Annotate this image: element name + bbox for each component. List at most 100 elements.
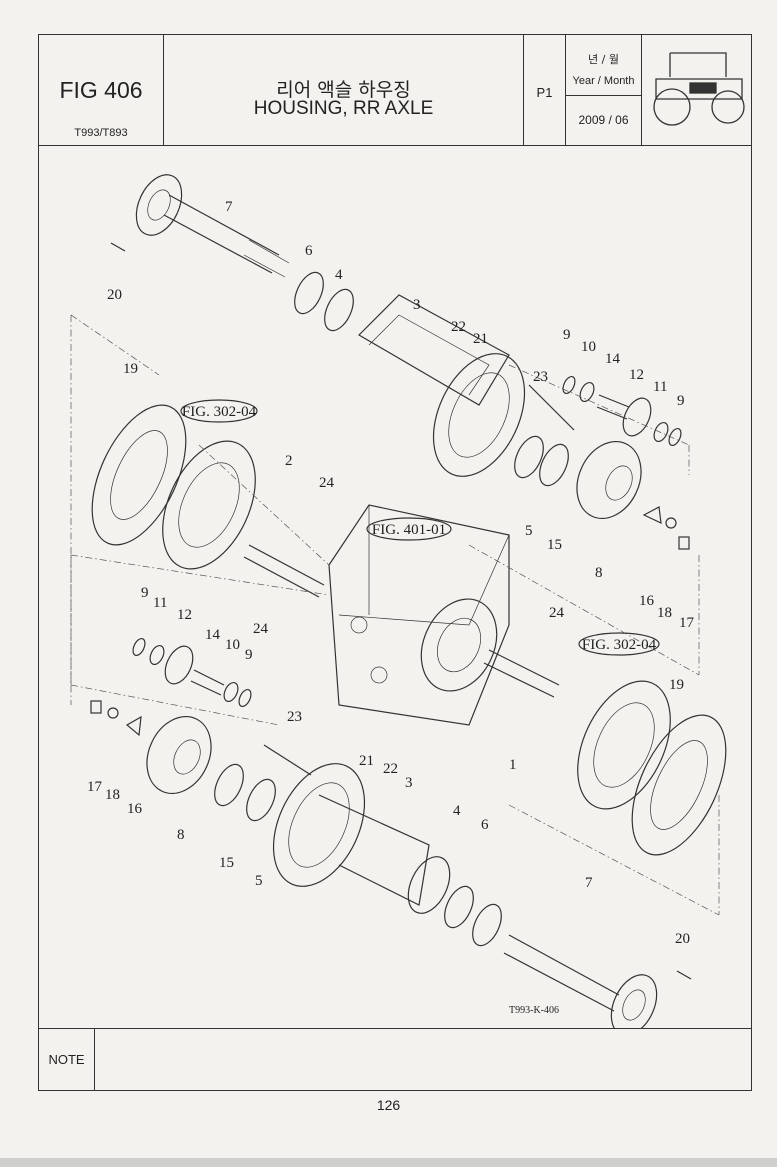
carrier-8-top [576,440,642,520]
ring-gear-top [91,404,187,546]
lock-plate-16-top [642,506,662,525]
part-number: 1 [509,757,517,773]
bolt-17-top [678,536,690,550]
part-number: 10 [225,637,240,653]
part-number: 15 [219,855,234,871]
part-number: 9 [141,585,149,601]
part-number: 21 [359,753,374,769]
gear-assembly-top [528,375,682,447]
part-number: 9 [563,327,571,343]
part-number: 23 [533,369,548,385]
fig-reference-302-04-bottom[interactable]: FIG. 302-04 [578,632,660,656]
reference-label: FIG. 302-04 [582,637,657,653]
seal-6-bottom [472,903,502,947]
lock-plate-16-bottom [125,715,142,737]
model-codes: T993/T893 [74,127,128,139]
part-number: 16 [127,801,143,817]
part-number: 5 [525,523,533,539]
scan-edge [0,1158,777,1167]
page-number: 126 [376,1097,401,1113]
seal-6-top [294,271,324,315]
fig-reference-302-04-top[interactable]: FIG. 302-04 [180,399,258,423]
page-code-cell: P1 [524,35,566,145]
transmission-case [328,504,510,726]
title-korean: 리어 액슬 하우징 [276,79,411,101]
title-cell: 리어 액슬 하우징 HOUSING, RR AXLE [164,35,524,145]
reference-label: FIG. 302-04 [182,404,257,420]
stud-20-top [110,242,126,252]
bearing-4-bottom [444,885,474,929]
part-number: 14 [605,351,621,367]
fig-reference-401-01[interactable]: FIG. 401-01 [366,517,452,541]
part-number: 21 [473,331,488,347]
part-number: 11 [153,595,167,611]
part-number: 8 [177,827,185,843]
part-number: 22 [383,761,398,777]
axle-housing-top [358,294,526,477]
part-number: 16 [639,593,655,609]
bearing-4-top [324,288,354,332]
page-frame: FIG 406 T993/T893 리어 액슬 하우징 HOUSING, RR … [38,34,752,1091]
part-number: 10 [581,339,596,355]
part-number: 6 [305,243,313,259]
bearing-5-bottom [246,778,276,822]
part-number: 17 [87,779,103,795]
part-number: 24 [319,475,335,491]
gear-assembly-bottom [132,637,252,708]
part-number: 6 [481,817,489,833]
header: FIG 406 T993/T893 리어 액슬 하우징 HOUSING, RR … [39,35,751,146]
page-code: P1 [536,85,553,100]
snap-ring-15-bottom [214,763,244,807]
bearing-5-top [514,435,544,479]
shaft-1 [483,649,560,698]
part-number: 7 [225,199,233,215]
part-number: 4 [335,267,343,283]
part-number: 17 [679,615,695,631]
logo-cell [642,35,753,145]
part-number: 19 [123,361,138,377]
part-number: 5 [255,873,263,889]
snap-ring-15-top [539,443,569,487]
year-month-label-box: 년 / 월 Year / Month [566,35,641,96]
part-number: 22 [451,319,466,335]
year-month-label-english: Year / Month [572,75,635,87]
part-number: 9 [245,647,253,663]
part-number: 8 [595,565,603,581]
part-number: 24 [253,621,269,637]
part-number: 24 [549,605,565,621]
note-label: NOTE [39,1029,95,1091]
part-callouts: 7 6 4 3 22 21 9 10 14 12 11 9 20 19 23 2… [87,199,695,947]
reference-label: FIG. 401-01 [372,522,446,538]
exploded-parts-drawing: .p { fill: none; stroke: #333; stroke-wi… [70,174,727,1028]
shaft-2 [243,544,325,598]
part-number: 20 [107,287,122,303]
part-number: 3 [413,297,421,313]
part-number: 7 [585,875,593,891]
part-number: 11 [653,379,667,395]
year-month-cell: 년 / 월 Year / Month 2009 / 06 [566,35,642,145]
washer-18-top [665,517,677,529]
stud-20-bottom [676,970,692,980]
part-number: 3 [405,775,413,791]
brake-assembly-bottom [577,680,671,810]
drawing-code: T993-K-406 [509,1005,559,1016]
year-month-label-korean: 년 / 월 [588,53,619,66]
carrier-8-bottom [146,715,212,795]
part-number: 18 [105,787,120,803]
title-english: HOUSING, RR AXLE [253,98,434,119]
part-number: 23 [287,709,302,725]
year-month-value: 2009 / 06 [578,113,629,127]
pin-23-bottom [263,744,312,776]
fig-cell: FIG 406 T993/T893 [39,35,164,145]
part-number: 19 [669,677,684,693]
tractor-icon [653,52,745,126]
part-number: 20 [675,931,690,947]
note-section: NOTE [39,1028,751,1091]
part-number: 9 [677,393,685,409]
brake-assembly-top [162,440,256,570]
figure-id: FIG 406 [59,77,143,103]
part-number: 14 [205,627,221,643]
axle-housing-bottom [272,763,451,914]
ring-gear-bottom [631,714,727,856]
axle-shaft-top [135,174,290,278]
